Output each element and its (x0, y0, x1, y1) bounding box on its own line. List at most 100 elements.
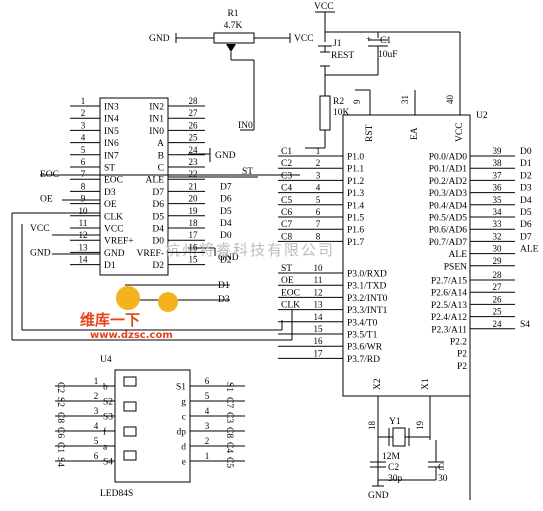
u1-vref-gnd: GND (218, 253, 239, 263)
gnd-bottom: GND (368, 491, 389, 501)
u4-pin-num: 3 (94, 406, 99, 416)
u2-pin-num: 27 (493, 282, 503, 292)
u1-gnd-label: GND (30, 248, 51, 258)
u2-pin-num: 39 (493, 146, 503, 156)
r1-vcc-label: VCC (294, 34, 314, 44)
u2-pin-name: P3.5/T1 (347, 331, 378, 341)
u2-net-label: ALE (520, 245, 539, 255)
u4-net-label: C2 (55, 382, 65, 393)
u2-pin-name: P0.7/AD7 (429, 238, 468, 248)
u4-pin-num: 1 (94, 376, 99, 386)
u2-net-label: D4 (520, 196, 532, 206)
u2-pin-name: P0.4/AD4 (429, 201, 468, 211)
r1-ref: R1 (227, 9, 238, 19)
u2-pin-name: P2.7/A15 (431, 277, 467, 287)
u2-pin-name: P1.4 (347, 201, 364, 211)
u1-pin-name: D1 (104, 261, 116, 271)
u1-pin-name: IN7 (104, 151, 119, 161)
u2-pin-num: 13 (314, 300, 324, 310)
logo-url: www.dzsc.com (90, 330, 173, 341)
u4-pin-name: S4 (103, 458, 113, 468)
u2-rst: RST (365, 124, 375, 142)
u1-pin-name: IN5 (104, 127, 119, 137)
u4-pin-name: dp (177, 428, 187, 438)
u1-pin-num: 12 (79, 230, 88, 240)
u2-net-label: C6 (281, 208, 292, 218)
c2-ref: C2 (388, 463, 399, 473)
u1-pin-name: A (157, 139, 164, 149)
u2-net-label: D3 (520, 184, 532, 194)
u1-net-label: D0 (220, 231, 232, 241)
u1-pin-num: 14 (79, 255, 89, 265)
u2-pin-name: P1.6 (347, 226, 364, 236)
u1-pin-name: VREF+ (104, 237, 134, 247)
u2-pin-name: P2 (457, 362, 467, 372)
u1-pin-name: IN1 (149, 115, 164, 125)
u1-pin-num: 17 (189, 230, 199, 240)
u1-pins: 1IN32IN43IN54IN65IN76ST7EOCEOC8D39OEOE10… (30, 96, 232, 271)
u1-pin-name: IN6 (104, 139, 119, 149)
y1-ref: Y1 (389, 417, 401, 427)
u1-pin-name: D0 (152, 237, 164, 247)
u4-net-label: C1 (55, 442, 65, 453)
u1-pin-name: D6 (152, 200, 164, 210)
u2-net-label: D6 (520, 220, 532, 230)
u2-pin-num: 1 (316, 146, 321, 156)
u1-pin-name: IN3 (104, 103, 119, 113)
u2-pin-num: 17 (314, 348, 324, 358)
u2-pin-num: 4 (316, 183, 321, 193)
logo-mascot-icon (158, 292, 178, 312)
u1-pin-num: 8 (81, 181, 86, 191)
u4-pin-name: d (181, 443, 186, 453)
u1-net-label: D4 (220, 219, 232, 229)
u4-pin-num: 3 (205, 421, 210, 431)
u2-net-label: CLK (281, 301, 300, 311)
u2-pin-num: 11 (314, 275, 323, 285)
r2-ref: R2 (333, 97, 344, 107)
u2-pin-name: P1.0 (347, 153, 364, 163)
u2-pin-name: PSEN (444, 262, 467, 272)
u1-pin-num: 28 (189, 96, 199, 106)
u4-pin-name: S2 (103, 398, 113, 408)
u2-pin-num: 28 (493, 270, 503, 280)
u4-net-label: C3 (224, 412, 234, 423)
u2-net-label: C1 (281, 147, 292, 157)
u2-ea: EA (410, 127, 420, 140)
u4-pin-num: 1 (205, 451, 210, 461)
u2-pin-num: 35 (493, 195, 503, 205)
u2-pin-num: 8 (316, 231, 321, 241)
u1-pin-num: 5 (81, 145, 86, 155)
u2-net-label: ST (281, 264, 292, 274)
u1-pin-name: D2 (152, 261, 164, 271)
u1-pin-name: GND (104, 249, 125, 259)
r1-value: 4.7K (224, 21, 243, 31)
u2-pin-name: P0.1/AD1 (429, 165, 468, 175)
u1-extra-d3: D3 (218, 295, 230, 305)
u1-pin-num: 19 (189, 206, 199, 216)
u2-x1-num: 19 (415, 421, 425, 431)
u2-ea-num: 31 (400, 95, 410, 104)
c1-value: 10uF (378, 50, 398, 60)
u2-net-label: D5 (520, 208, 532, 218)
u1-pin-name: VREF- (137, 249, 164, 259)
top-vcc-label: VCC (314, 2, 334, 12)
u2-pin-name: P3.2/INT0 (347, 294, 388, 304)
u1-pin-name: D5 (152, 212, 164, 222)
u1-pin-num: 11 (79, 218, 88, 228)
u1-pin-name: B (158, 151, 164, 161)
u4-net-label: S4 (55, 457, 65, 467)
u2-pin-num: 30 (493, 244, 503, 254)
u2-net-label: S4 (520, 320, 530, 330)
u2-pin-name: P0.2/AD2 (429, 177, 468, 187)
r2-value: 10K (333, 108, 350, 118)
c3-value: 30 (438, 474, 448, 484)
u4-pin-name: b (103, 383, 108, 393)
u1-pin-num: 1 (81, 96, 86, 106)
u1-pin-name: ST (104, 164, 115, 174)
u2-pin-name: P1.3 (347, 189, 364, 199)
u4-net-label: C6 (55, 427, 65, 438)
u1-pin-name: C (158, 164, 164, 174)
u1-pin-name: VCC (104, 225, 124, 235)
